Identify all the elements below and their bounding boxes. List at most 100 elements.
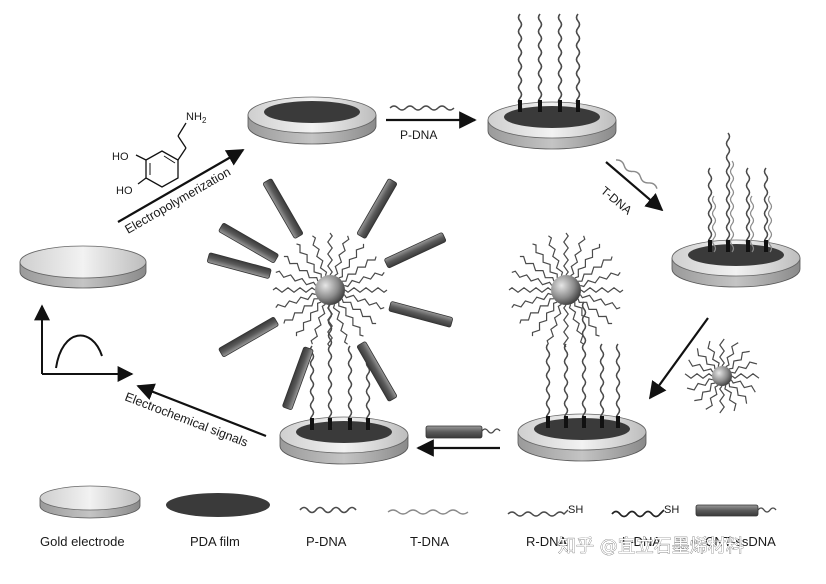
dopamine-molecule: HO HO NH 2 <box>112 111 207 197</box>
tdna-strand <box>707 167 713 253</box>
np-strand <box>344 272 385 288</box>
np-strand <box>729 350 750 370</box>
np-strand <box>579 294 621 310</box>
cnt-anchor <box>366 418 370 430</box>
cnt-strand <box>309 345 315 431</box>
rdna-anchor <box>564 416 568 428</box>
nanoparticle <box>551 275 581 305</box>
np-strand <box>327 304 333 348</box>
legend-pda-film-icon <box>166 493 270 517</box>
free-tdna-strand <box>615 159 658 189</box>
np-strand <box>570 235 586 277</box>
np-strand <box>295 301 322 337</box>
bare-gold-electrode <box>19 245 147 289</box>
pdna-strand <box>537 13 543 113</box>
tdna-anchor <box>708 240 712 252</box>
arrow-rdna <box>648 317 709 400</box>
tdna-electrode <box>671 239 801 288</box>
rdna-strand <box>545 343 551 429</box>
np-strand <box>338 243 365 279</box>
np-strand <box>272 287 316 293</box>
np-strand <box>694 382 715 402</box>
nanoparticles <box>272 232 760 414</box>
np-strand <box>338 302 364 337</box>
np-strand <box>344 287 388 293</box>
molecule-nh2: NH <box>186 111 202 123</box>
legend-rdna-tag: SH <box>568 504 583 516</box>
pdna-anchor <box>538 100 542 112</box>
np-strand <box>705 384 719 410</box>
np-strand <box>696 348 716 369</box>
np-strand <box>511 270 553 286</box>
cnt-tube <box>357 341 397 402</box>
np-strand <box>568 304 584 345</box>
np-strand <box>730 379 756 393</box>
np-strand <box>327 232 333 276</box>
legend-tdna-icon <box>387 509 469 515</box>
cnt-anchor <box>348 418 352 430</box>
tdna-anchor <box>764 240 768 252</box>
np-strand <box>719 338 725 367</box>
np-strand <box>574 302 600 337</box>
np-strand <box>688 359 714 373</box>
arrow-electropolymerization <box>117 149 245 223</box>
cnt-anchor <box>328 418 332 430</box>
np-strand <box>580 287 624 293</box>
tdna-hybrid <box>749 195 755 253</box>
legend-pdna-icon <box>299 506 357 514</box>
tdna-anchor <box>746 240 750 252</box>
cnt-tube <box>207 252 272 279</box>
np-strand <box>684 373 713 379</box>
cnt-tube <box>357 178 397 239</box>
cnt-anchor <box>310 418 314 430</box>
np-strand <box>508 287 552 293</box>
rdna-strand <box>581 301 587 429</box>
rdna-strand <box>615 343 621 429</box>
cnt-tube <box>263 178 303 239</box>
np-strand <box>283 255 319 282</box>
np-strand <box>686 378 713 391</box>
tdna-strand <box>725 132 731 253</box>
pdna-electrode <box>487 101 617 150</box>
cnt-electrode <box>279 416 409 465</box>
cnt-tube <box>388 301 453 328</box>
np-strand <box>725 342 739 368</box>
np-strand <box>342 256 377 282</box>
free-cnt <box>425 425 483 439</box>
dna-strands <box>309 13 773 439</box>
pda-electrode <box>247 96 377 145</box>
np-strand <box>332 304 348 345</box>
tdna-strand <box>763 167 769 253</box>
tdna-hybrid <box>711 195 717 253</box>
np-strand <box>283 298 318 324</box>
rdna-strand <box>599 343 605 429</box>
cnt-tube <box>384 232 447 269</box>
cnt-tube <box>218 223 279 263</box>
np-strand <box>511 292 552 308</box>
np-strand <box>563 304 569 348</box>
label-tdna-step: T-DNA <box>598 184 635 218</box>
arrow-tdna <box>605 161 664 212</box>
tdna-hybrid <box>767 195 773 253</box>
tdna-strand <box>745 167 751 253</box>
np-strand <box>275 292 316 308</box>
legend-ldna-tag: SH <box>664 504 679 516</box>
tdna-hybrid <box>729 160 735 253</box>
np-strand <box>532 243 558 278</box>
np-strand <box>275 270 317 286</box>
pdna-strand <box>517 13 523 113</box>
np-strand <box>334 235 350 277</box>
free-cnt-tail <box>481 428 501 434</box>
legend-rdna-icon <box>507 509 569 517</box>
nanoparticle <box>712 366 732 386</box>
label-pdna-step: P-DNA <box>400 128 437 142</box>
pdna-anchor <box>518 100 522 112</box>
label-electrochemical-signals: Electrochemical signals <box>123 390 250 450</box>
rdna-anchor <box>546 416 550 428</box>
np-strand <box>548 235 564 276</box>
np-strand <box>519 255 555 282</box>
legend-label-rdna: R-DNA <box>526 534 567 549</box>
legend-label-pdna: P-DNA <box>306 534 347 549</box>
arrow-signals <box>136 383 267 438</box>
